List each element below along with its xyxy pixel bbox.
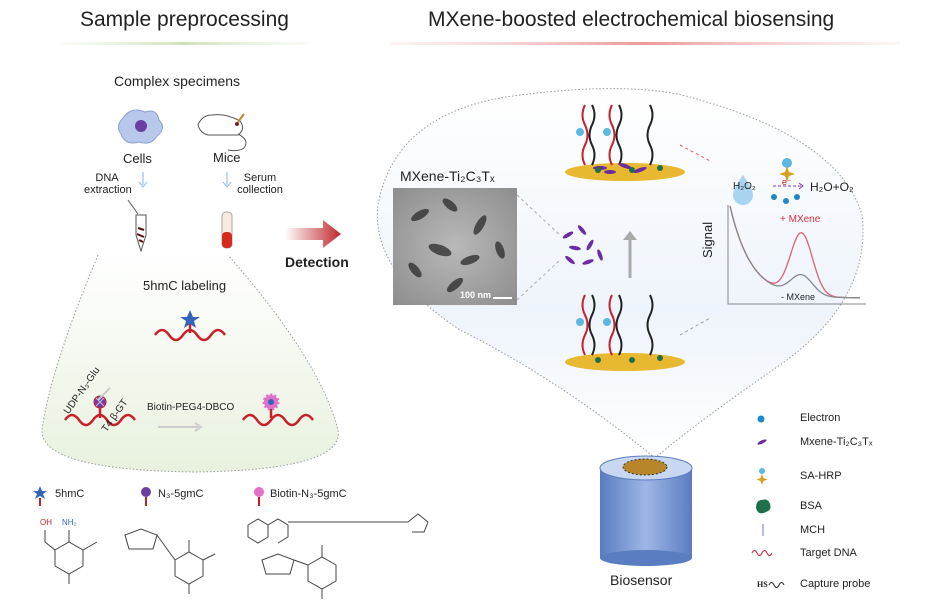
- electron-icons: [771, 194, 800, 204]
- sa-hrp-legend-icon: [756, 468, 768, 485]
- star-icon: [180, 310, 200, 328]
- h2o2-droplet-icon: [733, 175, 753, 205]
- minus-mxene-label: - MXene: [781, 292, 816, 302]
- chart-axes: [727, 205, 866, 305]
- dna-biotin: [241, 413, 315, 427]
- step2-reagent: Biotin-PEG4-DBCO: [147, 402, 235, 413]
- legend-burst-icon: [254, 487, 264, 497]
- legend-hs-prefix: HS: [757, 580, 768, 589]
- products-label: H₂O+O₂: [810, 180, 854, 194]
- labeling-cone: [41, 254, 339, 473]
- electrode-with-mxene: [565, 104, 685, 181]
- structure-oh: OH: [40, 518, 52, 527]
- electron-label: e⁻: [782, 177, 792, 187]
- chemical-structure-5hmc: [44, 530, 98, 584]
- left-title-underline: [60, 42, 310, 45]
- step-arrow-icon: [97, 387, 111, 401]
- left-panel-title: Sample preprocessing: [80, 8, 289, 31]
- legend-biotin-n3-5gmc: Biotin-N₃-5gmC: [270, 488, 347, 500]
- mice-label: Mice: [213, 150, 241, 165]
- sa-hrp-icon: [779, 158, 795, 182]
- legend-crossed-circle-icon: [141, 487, 151, 497]
- specimens-label: Complex specimens: [114, 73, 241, 89]
- capture-probe-icon: [768, 582, 785, 588]
- legend-5hmc: 5hmC: [55, 488, 85, 500]
- right-panel-title: MXene-boosted electrochemical biosensing: [428, 8, 835, 31]
- chemical-structure-biotin-n3-5gmc: [247, 513, 429, 599]
- right-title-underline: [390, 42, 900, 45]
- serum-line1: Serum: [243, 172, 277, 184]
- target-dna-icon: [751, 550, 773, 556]
- dashed-arrow-icon: [679, 144, 713, 163]
- mxene-flake-icon: [757, 439, 767, 445]
- legend-target-dna: Target DNA: [800, 547, 857, 559]
- electrode-without-mxene: [565, 294, 685, 371]
- dna-extraction-line1: DNA: [95, 172, 119, 184]
- curve-minus-mxene: [729, 205, 861, 299]
- plus-mxene-label: + MXene: [780, 214, 821, 225]
- cell-icon: [117, 109, 163, 144]
- burst-icon: [262, 393, 280, 411]
- blood-tube-icon: [221, 211, 233, 249]
- crossed-circle-icon: [93, 395, 107, 409]
- structure-nh2: NH₂: [62, 518, 77, 527]
- legend-star-icon: [33, 486, 47, 499]
- electron-icon: [757, 415, 765, 423]
- chart-ylabel: Signal: [700, 221, 715, 258]
- mxene-label: MXene-Ti₂C₃Tₓ: [400, 168, 495, 184]
- legend-mch: MCH: [800, 524, 826, 536]
- chemical-structure-n3-5gmc: [124, 528, 216, 594]
- cells-label: Cells: [123, 151, 152, 166]
- legend-electron: Electron: [800, 412, 841, 424]
- signal-chart: [727, 205, 866, 305]
- legend-mxene: Mxene-Ti₂C₃Tₓ: [800, 436, 873, 448]
- mouse-icon: [197, 113, 247, 152]
- mxene-flakes-icon: [562, 225, 603, 265]
- tube-icon: [127, 199, 147, 253]
- biosensor-electrode-icon: [599, 455, 693, 566]
- bsa-icon: [756, 499, 771, 514]
- dna-extraction-line2: extraction: [84, 184, 132, 196]
- labeling-title: 5hmC labeling: [143, 278, 227, 293]
- legend-capture-probe: Capture probe: [800, 578, 871, 590]
- legend-n3-5gmc: N₃-5gmC: [158, 488, 204, 500]
- serum-line2: collection: [237, 184, 283, 196]
- legend-bsa: BSA: [800, 500, 823, 512]
- biosensor-label: Biosensor: [610, 572, 673, 588]
- h2o2-label: H₂O₂: [733, 181, 756, 192]
- legend-sa-hrp: SA-HRP: [800, 470, 842, 482]
- detection-arrow-icon: [285, 220, 341, 248]
- scale-bar-label: 100 nm: [460, 290, 492, 300]
- detection-label: Detection: [285, 254, 349, 270]
